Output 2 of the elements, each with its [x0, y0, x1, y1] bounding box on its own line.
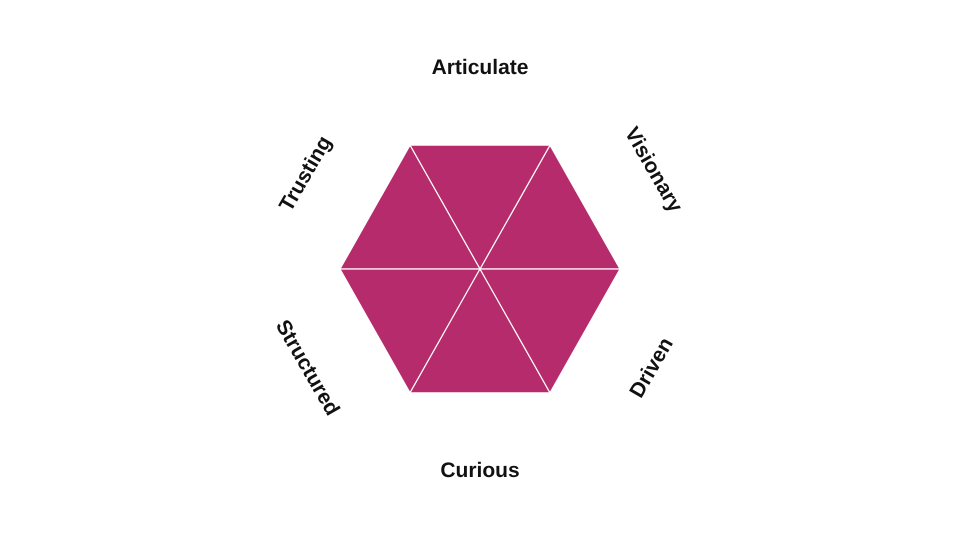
trait-label: Curious [440, 459, 520, 483]
trait-label: Articulate [432, 56, 528, 80]
